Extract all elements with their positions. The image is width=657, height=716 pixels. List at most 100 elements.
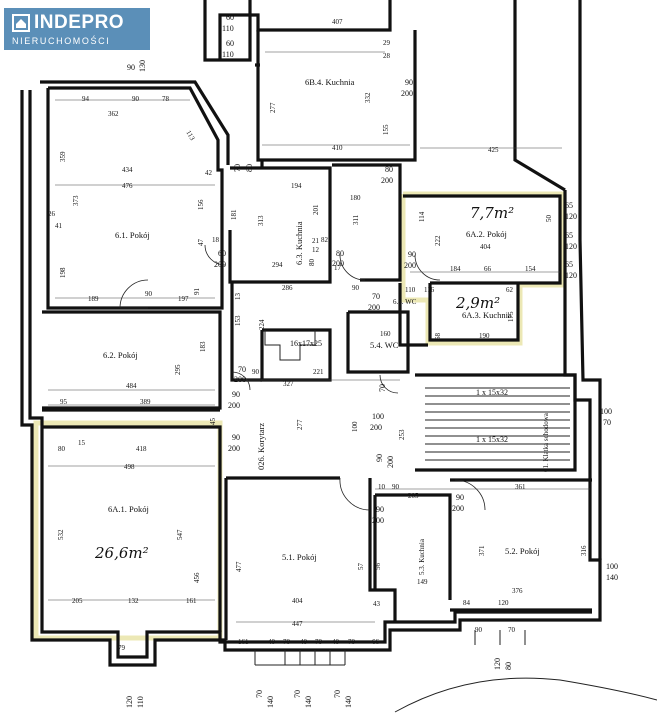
dim-label: 60 — [218, 249, 226, 258]
dim-label: 56 — [374, 563, 382, 571]
dim-label: 361 — [515, 483, 526, 491]
wall-64 — [398, 283, 428, 347]
dim-label: 110 — [136, 696, 145, 708]
dim-label: 389 — [140, 398, 151, 406]
dim-label: 110 — [222, 24, 234, 33]
dim-label: 21 — [312, 237, 320, 245]
room-klatka-label: 01. Klatka schodowa — [542, 412, 550, 472]
dim-label: 313 — [257, 215, 265, 226]
dim-label: 410 — [332, 144, 343, 152]
dim-label: 200 — [381, 176, 393, 185]
dim-label: 476 — [122, 182, 133, 190]
dim-label: 80 — [336, 249, 344, 258]
dim-label: 79 — [118, 644, 126, 652]
dim-label: 183 — [199, 341, 207, 352]
dim-label: 180 — [350, 194, 361, 202]
dim-label: 194 — [291, 182, 302, 190]
room-52-label: 5.2. Pokój — [505, 546, 540, 556]
dim-label: 70 — [333, 690, 342, 698]
dim-label: 200 — [368, 303, 380, 312]
area-6a1-handwritten: 26,6m² — [94, 544, 149, 562]
wall-6b4 — [256, 30, 417, 162]
stairs-label-1: 16x17x25 — [290, 339, 322, 348]
dim-label: 153 — [234, 315, 242, 326]
dim-label: 498 — [124, 463, 135, 471]
dim-label: 332 — [364, 92, 372, 103]
dim-label: 95 — [60, 398, 68, 406]
dim-label: 90 — [475, 626, 483, 634]
driveway-curve — [394, 677, 657, 713]
dim-label: 277 — [269, 102, 277, 113]
stairs-treads — [264, 330, 570, 461]
dim-label: 200 — [228, 401, 240, 410]
dim-label: 68 — [434, 333, 442, 341]
dim-label: 205 — [408, 492, 419, 500]
dim-label: 456 — [193, 572, 201, 583]
dim-label: 66 — [372, 638, 380, 646]
dim-label: 200 — [332, 259, 344, 268]
dim-label: 70 — [603, 418, 611, 427]
dim-label: 114 — [418, 211, 426, 222]
dim-label: 90 — [375, 454, 384, 462]
dim-label: 82 — [321, 236, 329, 244]
area-6a2-handwritten: 7,7m² — [470, 204, 514, 222]
dim-label: 62 — [506, 286, 514, 294]
dim-label: 90 — [252, 368, 260, 376]
dim-label: 149 — [417, 578, 428, 586]
dim-label: 60 — [226, 39, 234, 48]
dim-label: 17 — [334, 264, 342, 272]
dim-label: 484 — [126, 382, 137, 390]
dim-label: 311 — [352, 214, 360, 225]
dim-label: 221 — [313, 368, 324, 376]
dim-label: 90 — [145, 290, 153, 298]
dim-label: 90 — [232, 390, 240, 399]
dim-label: 80 — [245, 164, 254, 172]
dim-label: 161 — [238, 638, 249, 646]
room-63-label: 6.3. Kuchnia — [294, 221, 304, 265]
dim-label: 90 — [408, 250, 416, 259]
dim-label: 316 — [580, 545, 588, 556]
dim-label: 120 — [493, 658, 502, 670]
dim-label: 376 — [512, 587, 523, 595]
house-icon — [12, 14, 30, 32]
dim-label: 40 — [332, 638, 340, 646]
dim-label: 26 — [48, 210, 56, 218]
dim-label: 198 — [59, 267, 67, 278]
dim-label: 156 — [197, 199, 205, 210]
dim-label: 65 — [565, 260, 573, 269]
dim-label: 294 — [272, 261, 283, 269]
dim-label: 547 — [176, 529, 184, 540]
dim-label: 132 — [128, 597, 139, 605]
indepro-logo: INDEPRO NIERUCHOMOŚCI — [4, 8, 150, 50]
dim-label: 90 — [376, 505, 384, 514]
dim-label: 100 — [606, 562, 618, 571]
dim-label: 197 — [178, 295, 189, 303]
dim-label: 65 — [565, 201, 573, 210]
dim-label: 70 — [238, 365, 246, 374]
stairs-label-3: 1 x 15x32 — [476, 435, 508, 444]
dim-label: 200 — [234, 375, 246, 384]
dim-label: 70 — [283, 638, 291, 646]
dim-label: 60 — [226, 13, 234, 22]
dim-label: 295 — [174, 364, 182, 375]
dim-label: 47 — [197, 239, 205, 247]
dim-label: 40 — [300, 638, 308, 646]
dim-label: 359 — [59, 151, 67, 162]
dim-label: 110 — [222, 50, 234, 59]
dim-label: 120 — [565, 271, 577, 280]
room-53-label: 5.3. Kuchnia — [418, 538, 426, 575]
dimension-labels: 60 110 60 110 90 130 407 29 28 332 277 1… — [48, 13, 618, 708]
dim-label: 80 — [504, 662, 513, 670]
dim-label: 200 — [372, 516, 384, 525]
dim-label: 154 — [525, 265, 536, 273]
dim-label: 90 — [127, 63, 135, 72]
dim-label: 200 — [214, 260, 226, 269]
dim-label: 80 — [308, 259, 316, 267]
dim-label: 327 — [283, 380, 294, 388]
dim-label: 200 — [401, 89, 413, 98]
dim-label: 57 — [357, 563, 365, 571]
dim-label: 155 — [382, 124, 390, 135]
dim-label: 100 — [372, 412, 384, 421]
dim-label: 373 — [72, 195, 80, 206]
